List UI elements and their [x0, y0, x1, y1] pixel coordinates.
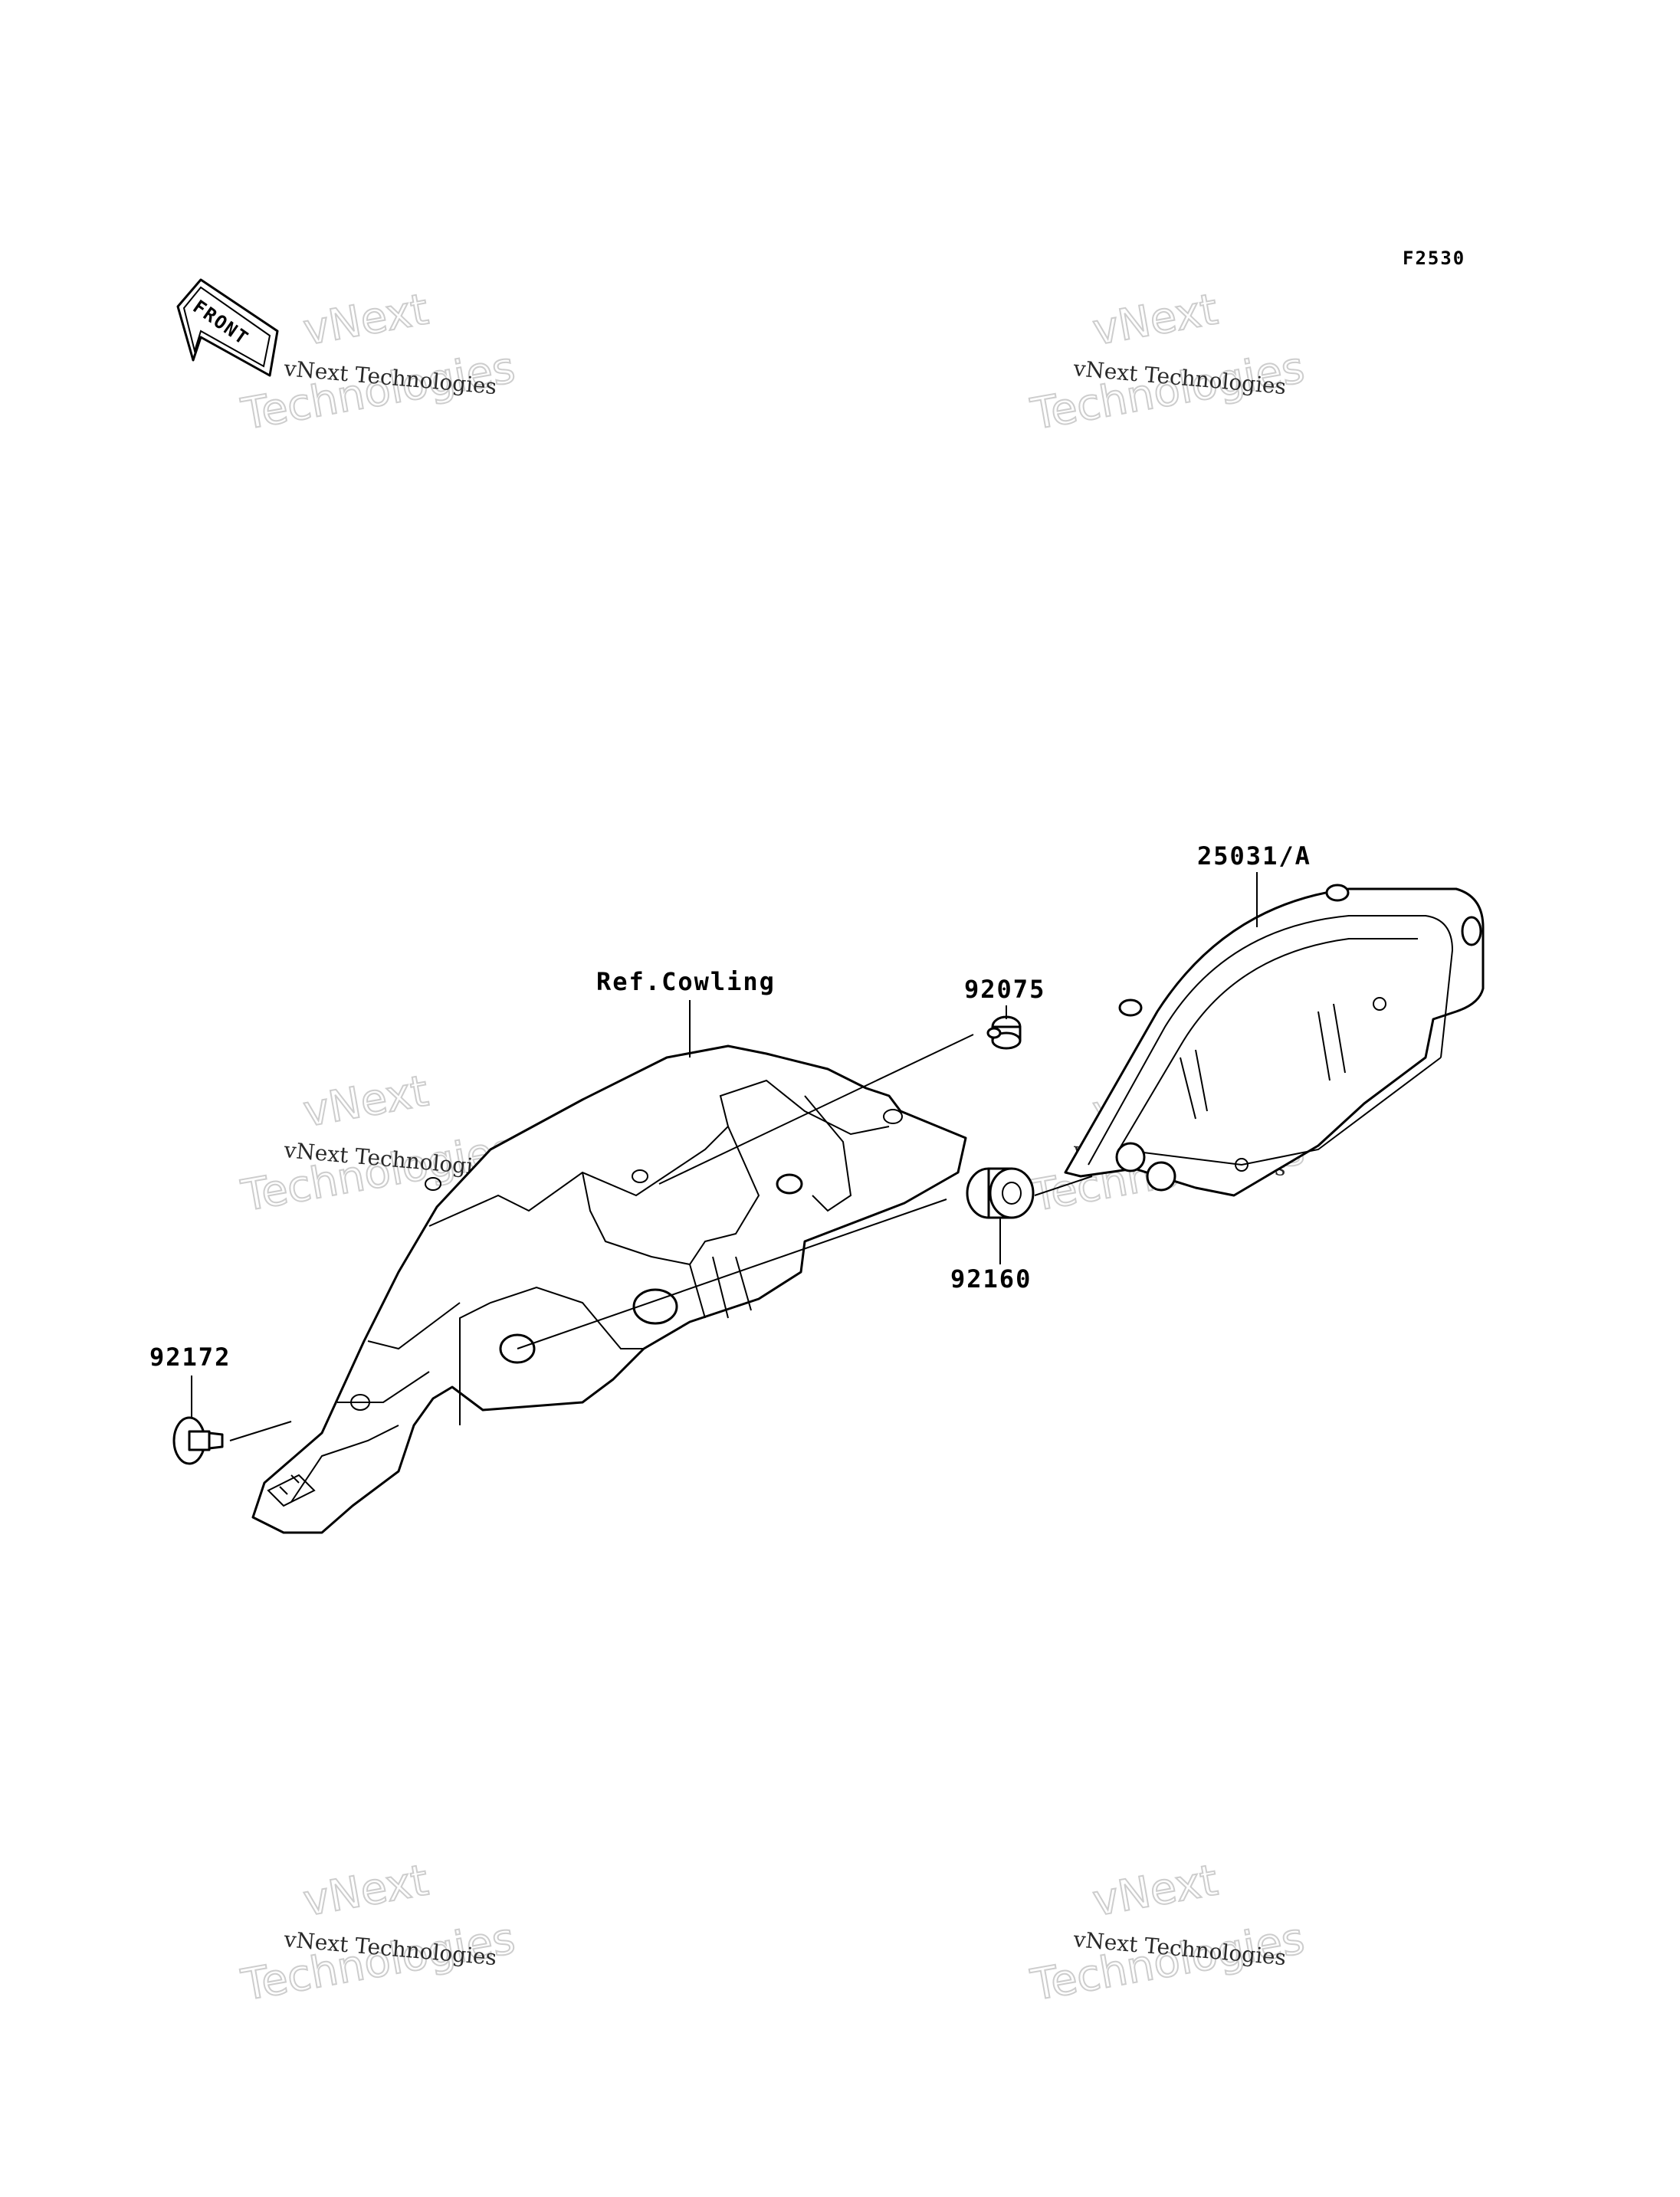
screw-92172-drawing: [172, 1416, 224, 1465]
svg-text:vNext: vNext: [300, 1855, 431, 1926]
label-meter-assembly: 25031/A: [1197, 841, 1311, 871]
watermark-top-left: vNext Technologies vNext Technologies: [237, 284, 520, 441]
label-cowling-ref: Ref.Cowling: [596, 967, 776, 996]
svg-text:vNext: vNext: [1089, 284, 1221, 355]
watermark-top-right: vNext Technologies vNext Technologies: [1026, 284, 1309, 441]
label-grommet-top: 92075: [964, 975, 1045, 1004]
cowling-drawing: [251, 1044, 967, 1534]
front-arrow-icon: FRONT: [176, 278, 279, 377]
svg-text:vNext: vNext: [1089, 1855, 1221, 1926]
grommet-92075-drawing: [986, 1015, 1022, 1050]
figure-code: F2530: [1403, 248, 1465, 269]
grommet-92160-drawing: [966, 1167, 1035, 1219]
label-screw: 92172: [149, 1343, 231, 1372]
watermark-bottom-left: vNext Technologies vNext Technologies: [237, 1854, 520, 2012]
svg-text:vNext: vNext: [300, 284, 431, 355]
meter-assembly-drawing: [1064, 884, 1485, 1197]
svg-text:vNext: vNext: [300, 1066, 431, 1136]
leader-lines: [191, 872, 1258, 1441]
label-grommet-bottom: 92160: [950, 1264, 1032, 1294]
watermark-bottom-right: vNext Technologies vNext Technologies: [1026, 1854, 1309, 2012]
